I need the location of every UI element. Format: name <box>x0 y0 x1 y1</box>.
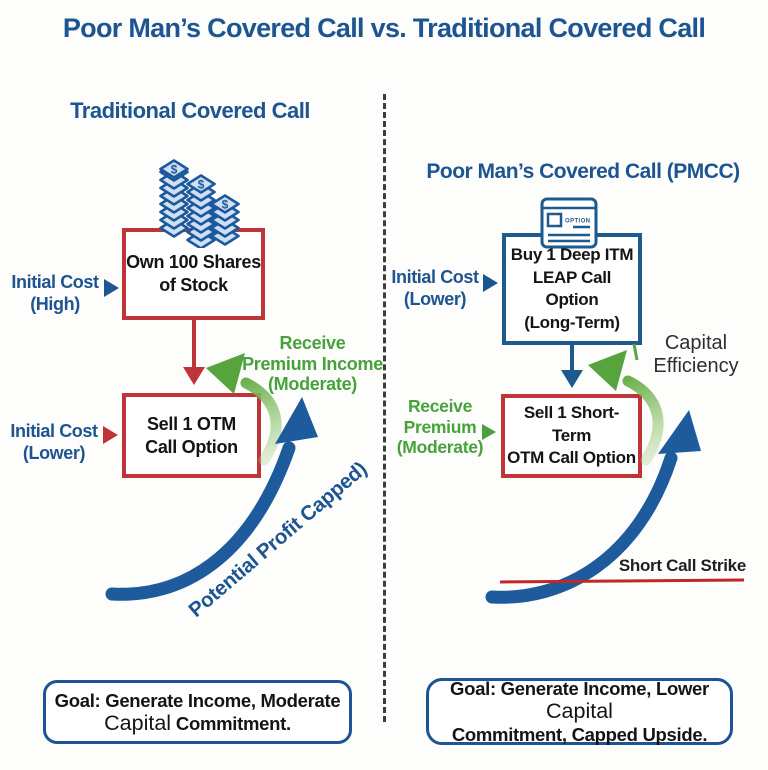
profit-curve-left-arrowhead-icon <box>275 397 318 444</box>
profit-curve-right <box>485 451 678 604</box>
red-connector-line <box>192 318 196 368</box>
own-shares-box-text: Own 100 Shares of Stock <box>126 252 261 295</box>
goal-box-right: Goal: Generate Income, Lower Capital Com… <box>426 678 733 745</box>
sell-otm-box: Sell 1 OTM Call Option <box>122 393 261 478</box>
sell-short-otm-box: Sell 1 Short-Term OTM Call Option <box>501 394 642 478</box>
receive-premium-left-label: Receive Premium Income (Moderate) <box>242 333 383 394</box>
goal-box-right-text: Goal: Generate Income, Lower Capital Com… <box>450 678 709 745</box>
buy-leap-box-text: Buy 1 Deep ITM LEAP Call Option (Long-Te… <box>510 245 634 332</box>
option-contract-icon: OPTION <box>540 197 598 249</box>
initial-cost-lower-right-label: Initial Cost (Lower) <box>391 267 479 309</box>
page-title: Poor Man’s Covered Call vs. Traditional … <box>62 13 706 43</box>
goal-label: Goal: <box>54 690 101 711</box>
arrow-right-red-icon <box>103 426 118 444</box>
left-section-header: Traditional Covered Call <box>70 98 310 123</box>
arrow-right-blue-icon <box>483 274 498 292</box>
profit-curve-right-arrowhead-icon <box>658 410 701 454</box>
dollar-sign: $ <box>171 163 178 177</box>
red-connector-arrowhead-icon <box>182 367 205 385</box>
money-stack-icon: $ $ $ <box>159 159 240 248</box>
sell-short-otm-box-text: Sell 1 Short-Term OTM Call Option <box>507 403 636 468</box>
buy-leap-box: Buy 1 Deep ITM LEAP Call Option (Long-Te… <box>502 233 642 345</box>
arrow-right-blue-icon <box>104 279 119 297</box>
coin-stack-right: $ <box>210 194 240 246</box>
dollar-sign: $ <box>198 178 205 192</box>
coin-stack-left: $ <box>159 159 189 238</box>
goal-box-left-text: Goal: Generate Income, Moderate Capital … <box>54 690 341 735</box>
blue-connector-line <box>570 342 574 371</box>
goal-box-left: Goal: Generate Income, Moderate Capital … <box>43 680 352 744</box>
short-call-strike-line <box>499 578 745 584</box>
profit-curve-label: Potential Profit Capped) <box>184 457 371 621</box>
receive-premium-right-label: Receive Premium (Moderate) <box>396 396 484 457</box>
dollar-sign: $ <box>222 198 229 212</box>
capital-efficiency-label: Capital Efficiency <box>653 332 739 377</box>
coin-stack-middle: $ <box>186 174 216 248</box>
section-divider <box>383 94 386 722</box>
initial-cost-high-label: Initial Cost (High) <box>11 272 99 314</box>
initial-cost-lower-left-label: Initial Cost (Lower) <box>10 421 98 463</box>
option-card-label: OPTION <box>565 219 590 225</box>
right-section-header: Poor Man’s Covered Call (PMCC) <box>426 160 740 183</box>
short-call-strike-label: Short Call Strike <box>618 556 746 575</box>
blue-connector-arrowhead-icon <box>561 370 583 388</box>
arrow-right-green-icon <box>482 424 496 440</box>
premium-swoosh-right-arrowhead-icon <box>588 350 627 391</box>
goal-label: Goal: <box>450 678 496 699</box>
green-tick-mark <box>632 343 639 361</box>
sell-otm-box-text: Sell 1 OTM Call Option <box>145 413 238 457</box>
